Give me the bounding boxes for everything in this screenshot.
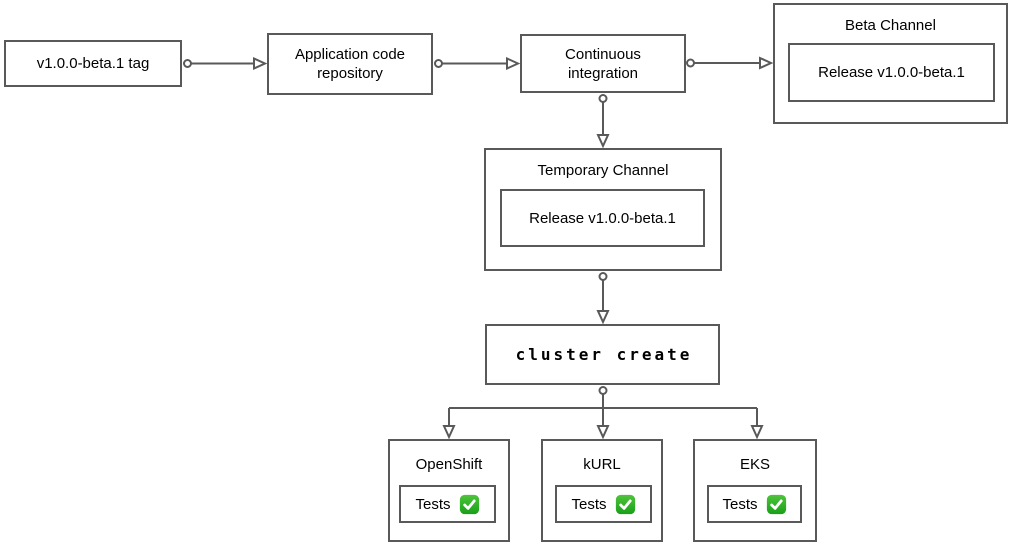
application-code-repository-label: Application code repository (294, 46, 406, 82)
connector-ci-to-temp-channel (596, 94, 610, 149)
continuous-integration-label: Continuous integration (565, 45, 641, 82)
eks-tests-passed-check-icon (766, 494, 787, 515)
node-application-code-repository: Application code repository (267, 33, 433, 95)
connector-repo-to-ci (434, 56, 521, 71)
openshift-tests-box: Tests (399, 485, 496, 523)
eks-tests-label: Tests (722, 495, 758, 513)
connector-cluster-create-to-clusters (442, 386, 764, 440)
node-cluster-create: cluster create (485, 324, 720, 385)
node-temporary-channel: Temporary Channel Release v1.0.0-beta.1 (484, 148, 722, 271)
eks-title: EKS (739, 456, 770, 473)
kurl-tests-passed-check-icon (615, 494, 636, 515)
beta-channel-release-box: Release v1.0.0-beta.1 (788, 43, 995, 102)
node-openshift: OpenShift Tests (388, 439, 510, 542)
beta-channel-title: Beta Channel (845, 17, 936, 34)
openshift-tests-label: Tests (415, 495, 451, 513)
version-tag-label: v1.0.0-beta.1 tag (36, 55, 150, 72)
node-beta-channel: Beta Channel Release v1.0.0-beta.1 (773, 3, 1008, 124)
connector-ci-to-beta-channel (686, 56, 774, 70)
kurl-tests-box: Tests (555, 485, 652, 523)
connector-tag-to-repo (183, 56, 268, 71)
connector-temp-channel-to-cluster-create (596, 272, 610, 325)
eks-tests-box: Tests (707, 485, 802, 523)
openshift-title: OpenShift (415, 456, 483, 473)
temporary-channel-release-box: Release v1.0.0-beta.1 (500, 189, 705, 247)
cluster-create-label: cluster create (515, 345, 693, 364)
kurl-tests-label: Tests (571, 495, 607, 513)
node-kurl: kURL Tests (541, 439, 663, 542)
node-eks: EKS Tests (693, 439, 817, 542)
node-version-tag: v1.0.0-beta.1 tag (4, 40, 182, 87)
temporary-channel-release-label: Release v1.0.0-beta.1 (529, 209, 676, 227)
kurl-title: kURL (583, 456, 621, 473)
node-continuous-integration: Continuous integration (520, 34, 686, 93)
beta-channel-release-label: Release v1.0.0-beta.1 (818, 64, 965, 81)
openshift-tests-passed-check-icon (459, 494, 480, 515)
temporary-channel-title: Temporary Channel (537, 162, 669, 179)
